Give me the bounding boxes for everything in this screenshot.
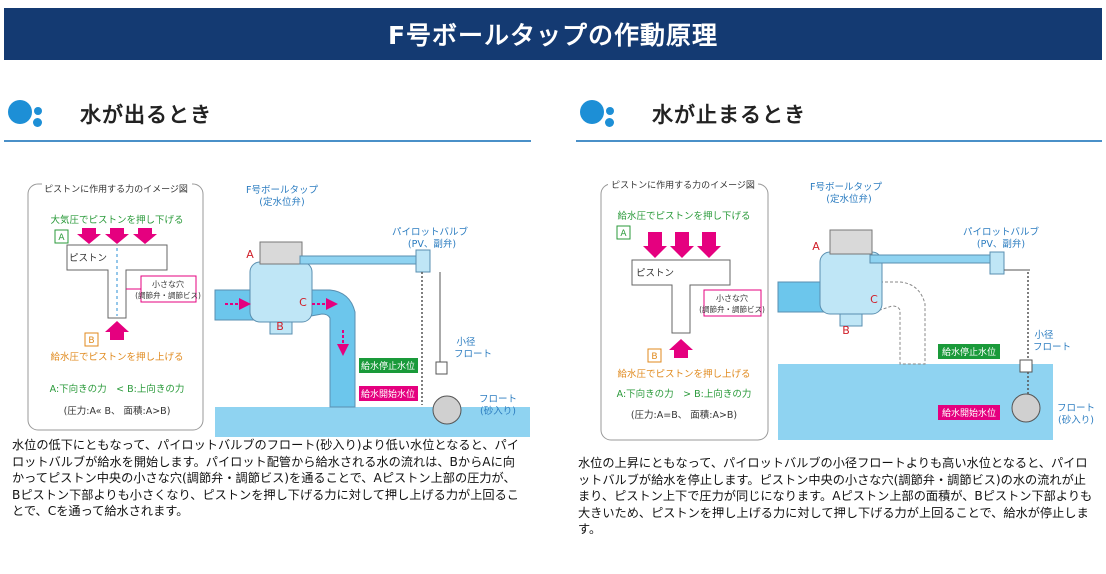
right-point-b: B bbox=[842, 324, 850, 337]
right-pilot-sub: (PV、副弁) bbox=[977, 238, 1025, 250]
left-small-hole: 小さな穴 bbox=[152, 279, 184, 289]
right-section-header: 水が止まるとき bbox=[578, 94, 806, 134]
left-section-title: 水が出るとき bbox=[80, 103, 212, 127]
right-force-box-title: ピストンに作用する力のイメージ図 bbox=[611, 179, 755, 191]
left-tap-diagram: F号ボールタップ (定水位弁) パイロットバルブ (PV、副弁) A B C 小… bbox=[214, 185, 530, 437]
right-point-c: C bbox=[870, 293, 878, 306]
right-small-float: 小径 bbox=[1034, 329, 1054, 341]
right-tap-diagram: F号ボールタップ (定水位弁) パイロットバルブ (PV、副弁) A B C 小… bbox=[777, 182, 1095, 440]
left-small-float: 小径 bbox=[456, 336, 476, 348]
left-pilot-sub: (PV、副弁) bbox=[408, 238, 456, 250]
right-small-hole-detail: (調節弁・調節ビス) bbox=[699, 304, 765, 314]
right-pilot-name: パイロットバルブ bbox=[963, 226, 1040, 238]
page-title-banner: F号ボールタップの作動原理 bbox=[4, 8, 1102, 60]
left-force-box-title: ピストンに作用する力のイメージ図 bbox=[44, 183, 188, 195]
left-pilot-name: パイロットバルブ bbox=[392, 226, 469, 238]
right-tap-sub: (定水位弁) bbox=[826, 193, 871, 205]
left-float: フロート bbox=[479, 394, 517, 405]
right-stop-level: 給水停止水位 bbox=[942, 346, 996, 358]
left-top-force: 大気圧でピストンを押し下げる bbox=[50, 214, 183, 226]
right-label-b: B bbox=[651, 352, 657, 362]
left-tap-sub: (定水位弁) bbox=[259, 196, 304, 208]
left-description: 水位の低下にともなって、パイロットバルブのフロート(砂入り)より低い水位となると… bbox=[12, 438, 519, 518]
right-force-diagram: ピストンに作用する力のイメージ図 給水圧でピストンを押し下げる A ピストン 小… bbox=[600, 179, 769, 441]
right-ratio: (圧力:A=B、 面積:A>B) bbox=[631, 409, 737, 421]
left-stop-level: 給水停止水位 bbox=[361, 360, 415, 372]
right-section-title: 水が止まるとき bbox=[652, 103, 806, 127]
bubble-icon bbox=[6, 97, 56, 131]
left-force-compare: A:下向きの力 < B:上向きの力 bbox=[50, 383, 185, 395]
right-bottom-force: 給水圧でピストンを押し上げる bbox=[617, 368, 750, 380]
left-bottom-force: 給水圧でピストンを押し上げる bbox=[50, 351, 183, 363]
left-piston: ピストン bbox=[69, 253, 107, 264]
right-small-float-2: フロート bbox=[1033, 342, 1071, 353]
right-small-hole: 小さな穴 bbox=[716, 293, 748, 303]
right-description: 水位の上昇にともなって、パイロットバルブの小径フロートよりも高い水位となると、パ… bbox=[578, 456, 1093, 536]
left-force-diagram: ピストンに作用する力のイメージ図 大気圧でピストンを押し下げる A ピストン 小… bbox=[27, 180, 204, 431]
left-section-header: 水が出るとき bbox=[6, 94, 212, 134]
left-label-a: A bbox=[58, 233, 65, 243]
left-point-b: B bbox=[276, 320, 284, 333]
right-tap-name: F号ボールタップ bbox=[810, 182, 882, 193]
bubble-icon bbox=[578, 97, 628, 131]
left-point-c: C bbox=[299, 296, 307, 309]
right-float-sub: (砂入り) bbox=[1058, 414, 1094, 426]
right-top-force: 給水圧でピストンを押し下げる bbox=[617, 210, 750, 222]
right-start-level: 給水開始水位 bbox=[942, 407, 996, 419]
right-float: フロート bbox=[1057, 403, 1095, 414]
left-point-a: A bbox=[246, 248, 254, 261]
left-divider bbox=[4, 140, 531, 142]
left-float-sub: (砂入り) bbox=[480, 405, 516, 417]
left-small-float-2: フロート bbox=[454, 349, 492, 360]
right-piston: ピストン bbox=[636, 268, 674, 279]
left-label-b: B bbox=[88, 336, 94, 346]
left-start-level: 給水開始水位 bbox=[361, 388, 415, 400]
left-small-hole-detail: (調節弁・調節ビス) bbox=[135, 290, 201, 300]
right-label-a: A bbox=[620, 229, 627, 239]
left-ratio: (圧力:A« B、 面積:A>B) bbox=[64, 405, 171, 417]
left-tap-name: F号ボールタップ bbox=[246, 185, 318, 196]
right-divider bbox=[576, 140, 1102, 142]
right-force-compare: A:下向きの力 > B:上向きの力 bbox=[617, 388, 752, 400]
right-point-a: A bbox=[812, 240, 820, 253]
page-title: F号ボールタップの作動原理 bbox=[387, 21, 719, 50]
